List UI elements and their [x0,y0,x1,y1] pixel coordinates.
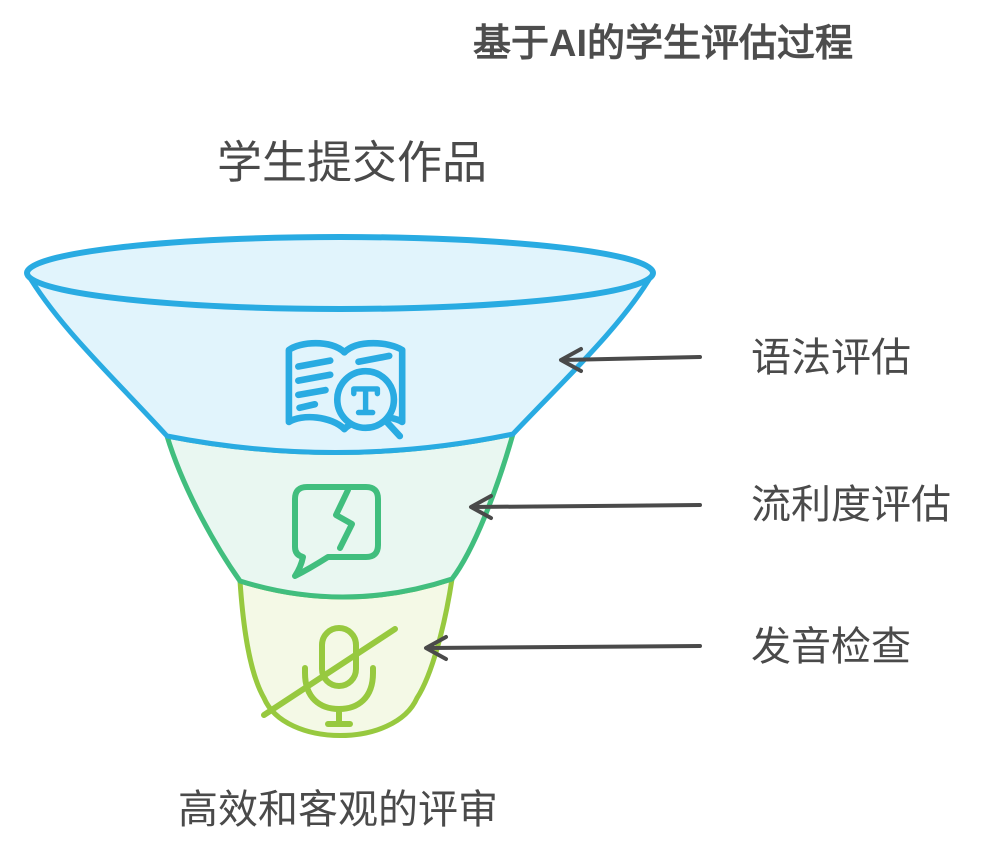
arrow-fluency [469,494,702,520]
funnel-input-label: 学生提交作品 [217,137,488,188]
funnel-rim [24,234,656,312]
arrow-grammar [559,347,702,373]
arrow-line [471,503,702,509]
arrow-pronunciation [424,635,702,661]
stage-3-label: 发音检查 [751,625,911,669]
arrow-line [426,644,702,650]
diagram-title: 基于AI的学生评估过程 [473,23,854,65]
arrow-head [469,494,493,520]
speech-bubble-bolt-icon [292,484,381,579]
mic-off-icon [261,625,398,727]
arrow-line [561,355,702,362]
funnel-output-label: 高效和客观的评审 [178,788,498,832]
arrow-head [424,635,448,661]
stage-2-label: 流利度评估 [751,483,951,527]
arrow-head [559,347,583,373]
stage-1-label: 语法评估 [751,336,911,380]
book-text-search-icon [285,339,406,440]
